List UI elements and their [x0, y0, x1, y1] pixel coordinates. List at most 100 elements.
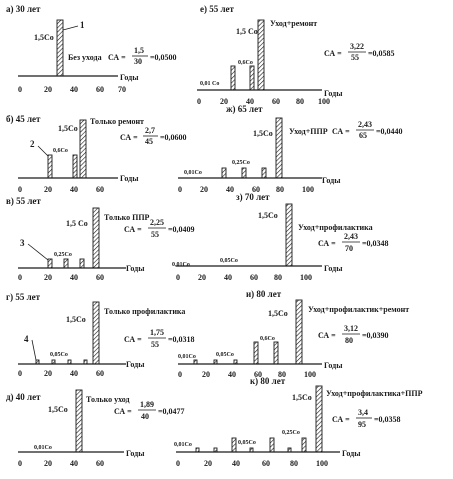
bar — [301, 437, 307, 453]
panel-i-title: и) 80 лет — [246, 289, 282, 299]
peak-mark: 1 — [80, 20, 85, 30]
tick: 60 — [252, 185, 260, 194]
panel-g: г) 55 лет 1,5Сo 4 0,05Сo Только профилак… — [6, 292, 195, 378]
strategy-label: Уход+профилактика+ППР — [326, 389, 423, 398]
formula-den: 55 — [151, 340, 159, 349]
formula-num: 3,12 — [344, 324, 358, 333]
formula-lhs: СА = — [124, 225, 142, 234]
formula-den: 30 — [134, 57, 142, 66]
peak-bar — [92, 207, 100, 269]
panel-d-title: д) 40 лет — [6, 392, 41, 402]
tick: 100 — [316, 459, 328, 468]
tick: 0 — [176, 273, 180, 282]
x-axis-label: Годы — [324, 361, 343, 370]
tick: 20 — [220, 97, 228, 106]
peak-label: 1,5Сo — [292, 393, 312, 402]
peak-bar — [275, 117, 283, 179]
peak-mark: 2 — [30, 139, 35, 149]
tick: 0 — [178, 370, 182, 379]
formula-result: =0,0409 — [168, 225, 195, 234]
bar — [221, 167, 227, 179]
formula-lhs: СА = — [324, 49, 342, 58]
small-label: 0,01Сo — [184, 170, 202, 176]
peak-mark: 4 — [24, 334, 29, 344]
formula-lhs: СА = — [318, 239, 336, 248]
x-axis-label: Годы — [126, 449, 145, 458]
formula-num: 2,43 — [358, 120, 372, 129]
tick: 60 — [250, 273, 258, 282]
strategy-label: Только профилактика — [104, 307, 185, 316]
formula-den: 80 — [345, 336, 353, 345]
panel-b-title: б) 45 лет — [6, 114, 41, 124]
leader-line — [27, 243, 49, 261]
leader-line — [62, 25, 79, 31]
leader-line — [31, 339, 37, 361]
peak-bar — [75, 389, 83, 453]
small-label: 0,05Сo — [50, 352, 68, 358]
tick: 100 — [318, 97, 330, 106]
tick: 60 — [262, 459, 270, 468]
bar — [72, 154, 78, 179]
formula-lhs: СА = — [114, 407, 132, 416]
formula-den: 95 — [358, 420, 366, 429]
peak-label: 1,5Сo — [48, 405, 68, 414]
formula-lhs: СА = — [318, 331, 336, 340]
tick: 70 — [118, 85, 126, 94]
tick: 60 — [254, 370, 262, 379]
peak-bar — [257, 19, 265, 91]
formula-den: 40 — [141, 412, 149, 421]
formula-result: =0,0585 — [368, 49, 395, 58]
bar — [79, 258, 85, 269]
peak-mark: 3 — [20, 238, 25, 248]
tick: 80 — [278, 370, 286, 379]
strategy-label: Только ППР — [104, 213, 150, 222]
tick: 0 — [18, 85, 22, 94]
strategy-label: Уход+ППР — [289, 127, 328, 136]
panel-zh: ж) 65 лет 1,5Сo 0,25Сo 0,01Сo Уход+ППР С… — [178, 104, 403, 194]
bar — [47, 258, 53, 269]
formula-result: =0,0500 — [150, 53, 177, 62]
bar — [231, 437, 237, 453]
peak-label: 1,5Сo — [66, 315, 86, 324]
tick: 0 — [18, 459, 22, 468]
formula-lhs: СА = — [124, 335, 142, 344]
peak-bar — [295, 299, 303, 365]
tick: 40 — [224, 273, 232, 282]
small-label: 0,25Сo — [54, 252, 72, 258]
tick: 100 — [300, 273, 312, 282]
formula-result: =0,0390 — [362, 331, 389, 340]
x-axis-label: Годы — [324, 264, 343, 273]
bar — [273, 341, 279, 365]
peak-bar — [315, 385, 323, 453]
peak-bar — [92, 301, 100, 365]
formula-result: =0,0358 — [374, 415, 401, 424]
panel-e: е) 55 лет 1,5 Сo 0,6Сo 0,01 Сo Уход+ремо… — [197, 4, 395, 106]
tick: 80 — [274, 273, 282, 282]
tick: 20 — [198, 273, 206, 282]
bar — [269, 437, 275, 453]
tick: 100 — [304, 370, 316, 379]
tick: 60 — [272, 97, 280, 106]
tick: 60 — [96, 273, 104, 282]
tick: 80 — [276, 185, 284, 194]
panel-g-title: г) 55 лет — [6, 292, 41, 302]
formula-num: 3,22 — [350, 42, 364, 51]
formula-num: 2,7 — [145, 126, 155, 135]
formula-result: =0,0477 — [158, 407, 185, 416]
formula-den: 45 — [145, 137, 153, 146]
peak-bar — [285, 203, 293, 267]
formula-den: 65 — [359, 131, 367, 140]
tick: 60 — [96, 185, 104, 194]
tick: 80 — [290, 459, 298, 468]
tick: 0 — [178, 185, 182, 194]
formula-num: 1,75 — [150, 328, 164, 337]
bar — [253, 341, 259, 365]
small-label: 0,01Сo — [172, 262, 190, 268]
bar — [230, 65, 236, 91]
tick: 20 — [204, 459, 212, 468]
formula-lhs: СА = — [108, 53, 126, 62]
tick: 40 — [226, 185, 234, 194]
bar — [63, 258, 69, 269]
tick: 20 — [44, 85, 52, 94]
formula-result: =0,0440 — [376, 127, 403, 136]
